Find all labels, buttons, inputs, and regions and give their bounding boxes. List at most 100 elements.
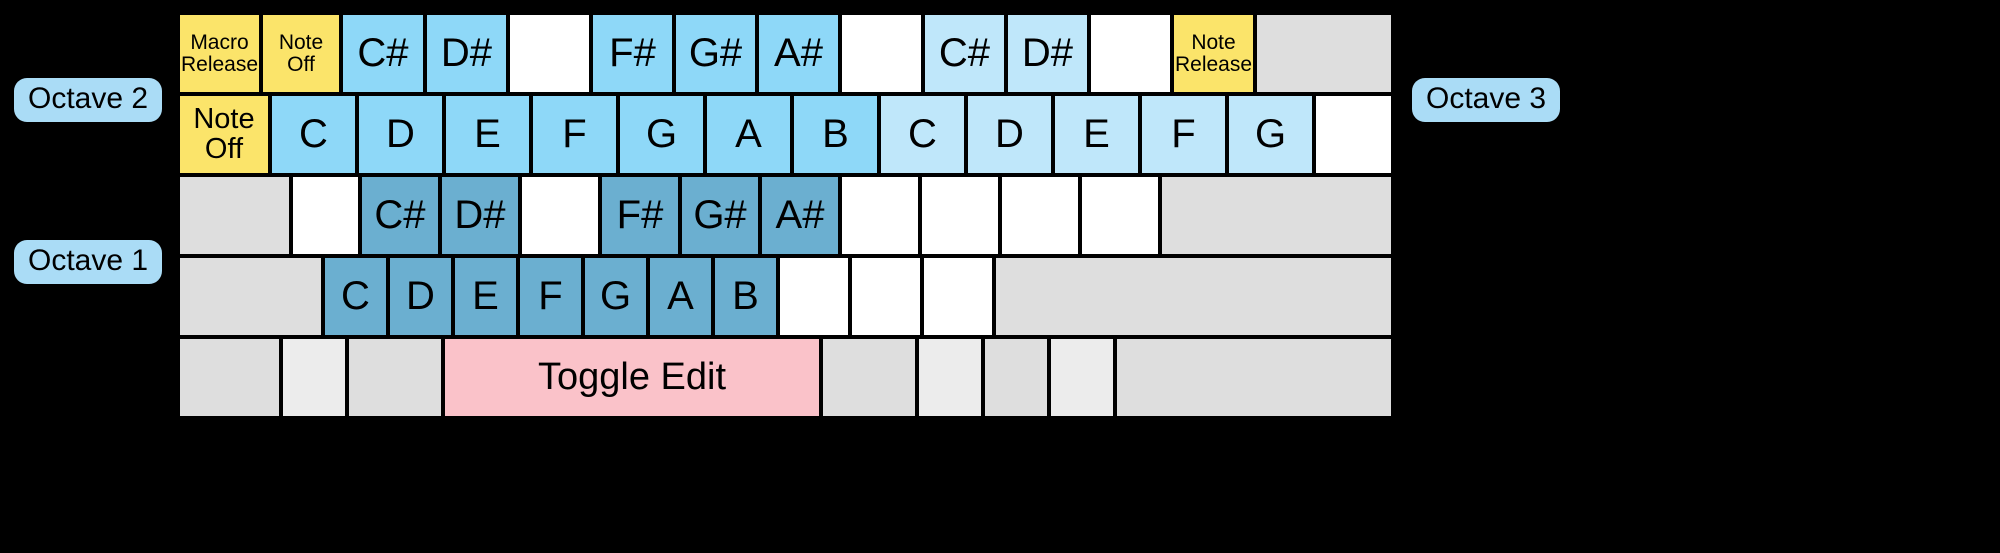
key-e[interactable]: E [1053, 94, 1140, 175]
key-blank-4-0[interactable] [178, 337, 281, 418]
key-blank-2-0[interactable] [178, 175, 291, 256]
key-e[interactable]: E [444, 94, 531, 175]
key-blank-0-8[interactable] [840, 13, 923, 94]
key-label: A [667, 274, 694, 319]
key-fsharp[interactable]: F# [591, 13, 674, 94]
key-label: D [406, 274, 435, 319]
key-c[interactable]: C [323, 256, 388, 337]
key-blank-3-11[interactable] [994, 256, 1393, 337]
key-blank-4-4[interactable] [821, 337, 917, 418]
key-label: B [822, 112, 849, 157]
key-f[interactable]: F [1140, 94, 1227, 175]
octave-3-label: Octave 3 [1412, 78, 1561, 122]
key-label: F# [609, 31, 656, 76]
key-label: B [732, 274, 759, 319]
key-label: E [474, 112, 501, 157]
key-g[interactable]: G [1227, 94, 1314, 175]
bottom-row: Toggle Edit [178, 337, 1393, 418]
key-label: G [1254, 112, 1287, 157]
key-gsharp[interactable]: G# [680, 175, 760, 256]
key-label: C [341, 274, 370, 319]
key-dsharp[interactable]: D# [1006, 13, 1089, 94]
key-label: D [386, 112, 415, 157]
key-blank-4-1[interactable] [281, 337, 347, 418]
key-d[interactable]: D [388, 256, 453, 337]
key-blank-2-8[interactable] [840, 175, 920, 256]
key-dsharp[interactable]: D# [425, 13, 508, 94]
key-f[interactable]: F [531, 94, 618, 175]
key-csharp[interactable]: C# [923, 13, 1006, 94]
key-label: G# [688, 31, 743, 76]
key-gsharp[interactable]: G# [674, 13, 757, 94]
key-asharp[interactable]: A# [760, 175, 840, 256]
key-d[interactable]: D [357, 94, 444, 175]
key-blank-1-13[interactable] [1314, 94, 1393, 175]
key-d[interactable]: D [966, 94, 1053, 175]
key-label-line1: Note [1191, 31, 1236, 55]
key-blank-2-10[interactable] [1000, 175, 1080, 256]
key-label: A# [774, 31, 823, 76]
key-a[interactable]: A [705, 94, 792, 175]
key-asharp[interactable]: A# [757, 13, 840, 94]
key-blank-2-1[interactable] [291, 175, 360, 256]
key-label-line1: Note [278, 31, 324, 55]
key-blank-4-8[interactable] [1115, 337, 1393, 418]
key-b[interactable]: B [713, 256, 778, 337]
key-blank-2-4[interactable] [520, 175, 600, 256]
key-c[interactable]: C [879, 94, 966, 175]
key-label: C [299, 112, 328, 157]
key-label: A# [775, 193, 825, 238]
key-blank-3-8[interactable] [778, 256, 850, 337]
key-label: G# [693, 193, 747, 238]
key-dsharp[interactable]: D# [440, 175, 520, 256]
key-blank-0-13[interactable] [1255, 13, 1393, 94]
key-label: D# [1021, 31, 1074, 76]
key-toggle-edit[interactable]: Toggle Edit [443, 337, 821, 418]
key-blank-0-4[interactable] [508, 13, 591, 94]
key-label: D [995, 112, 1024, 157]
key-e[interactable]: E [453, 256, 518, 337]
key-label-line2: Off [204, 132, 244, 165]
key-label: F [1171, 112, 1196, 157]
key-label: D# [454, 193, 506, 238]
key-label: C# [374, 193, 426, 238]
key-g[interactable]: G [618, 94, 705, 175]
key-label: C [908, 112, 937, 157]
key-blank-3-0[interactable] [178, 256, 323, 337]
octave-2-label: Octave 2 [14, 78, 163, 122]
key-label: F [538, 274, 563, 319]
key-blank-4-6[interactable] [983, 337, 1049, 418]
key-blank-2-12[interactable] [1160, 175, 1393, 256]
key-b[interactable]: B [792, 94, 879, 175]
key-label: C# [938, 31, 991, 76]
key-blank-4-5[interactable] [917, 337, 983, 418]
key-label: F [562, 112, 587, 157]
key-label-line2: Release [1174, 52, 1253, 76]
key-label: A [735, 112, 762, 157]
key-blank-3-10[interactable] [922, 256, 994, 337]
key-a[interactable]: A [648, 256, 713, 337]
key-csharp[interactable]: C# [341, 13, 425, 94]
key-blank-4-7[interactable] [1049, 337, 1115, 418]
key-fsharp[interactable]: F# [600, 175, 680, 256]
octave-1-label: Octave 1 [14, 240, 163, 284]
key-c[interactable]: C [270, 94, 357, 175]
key-blank-2-9[interactable] [920, 175, 1000, 256]
key-blank-3-9[interactable] [850, 256, 922, 337]
key-blank-0-11[interactable] [1089, 13, 1172, 94]
key-csharp[interactable]: C# [360, 175, 440, 256]
key-blank-4-2[interactable] [347, 337, 443, 418]
key-f[interactable]: F [518, 256, 583, 337]
key-blank-2-11[interactable] [1080, 175, 1160, 256]
key-g[interactable]: G [583, 256, 648, 337]
